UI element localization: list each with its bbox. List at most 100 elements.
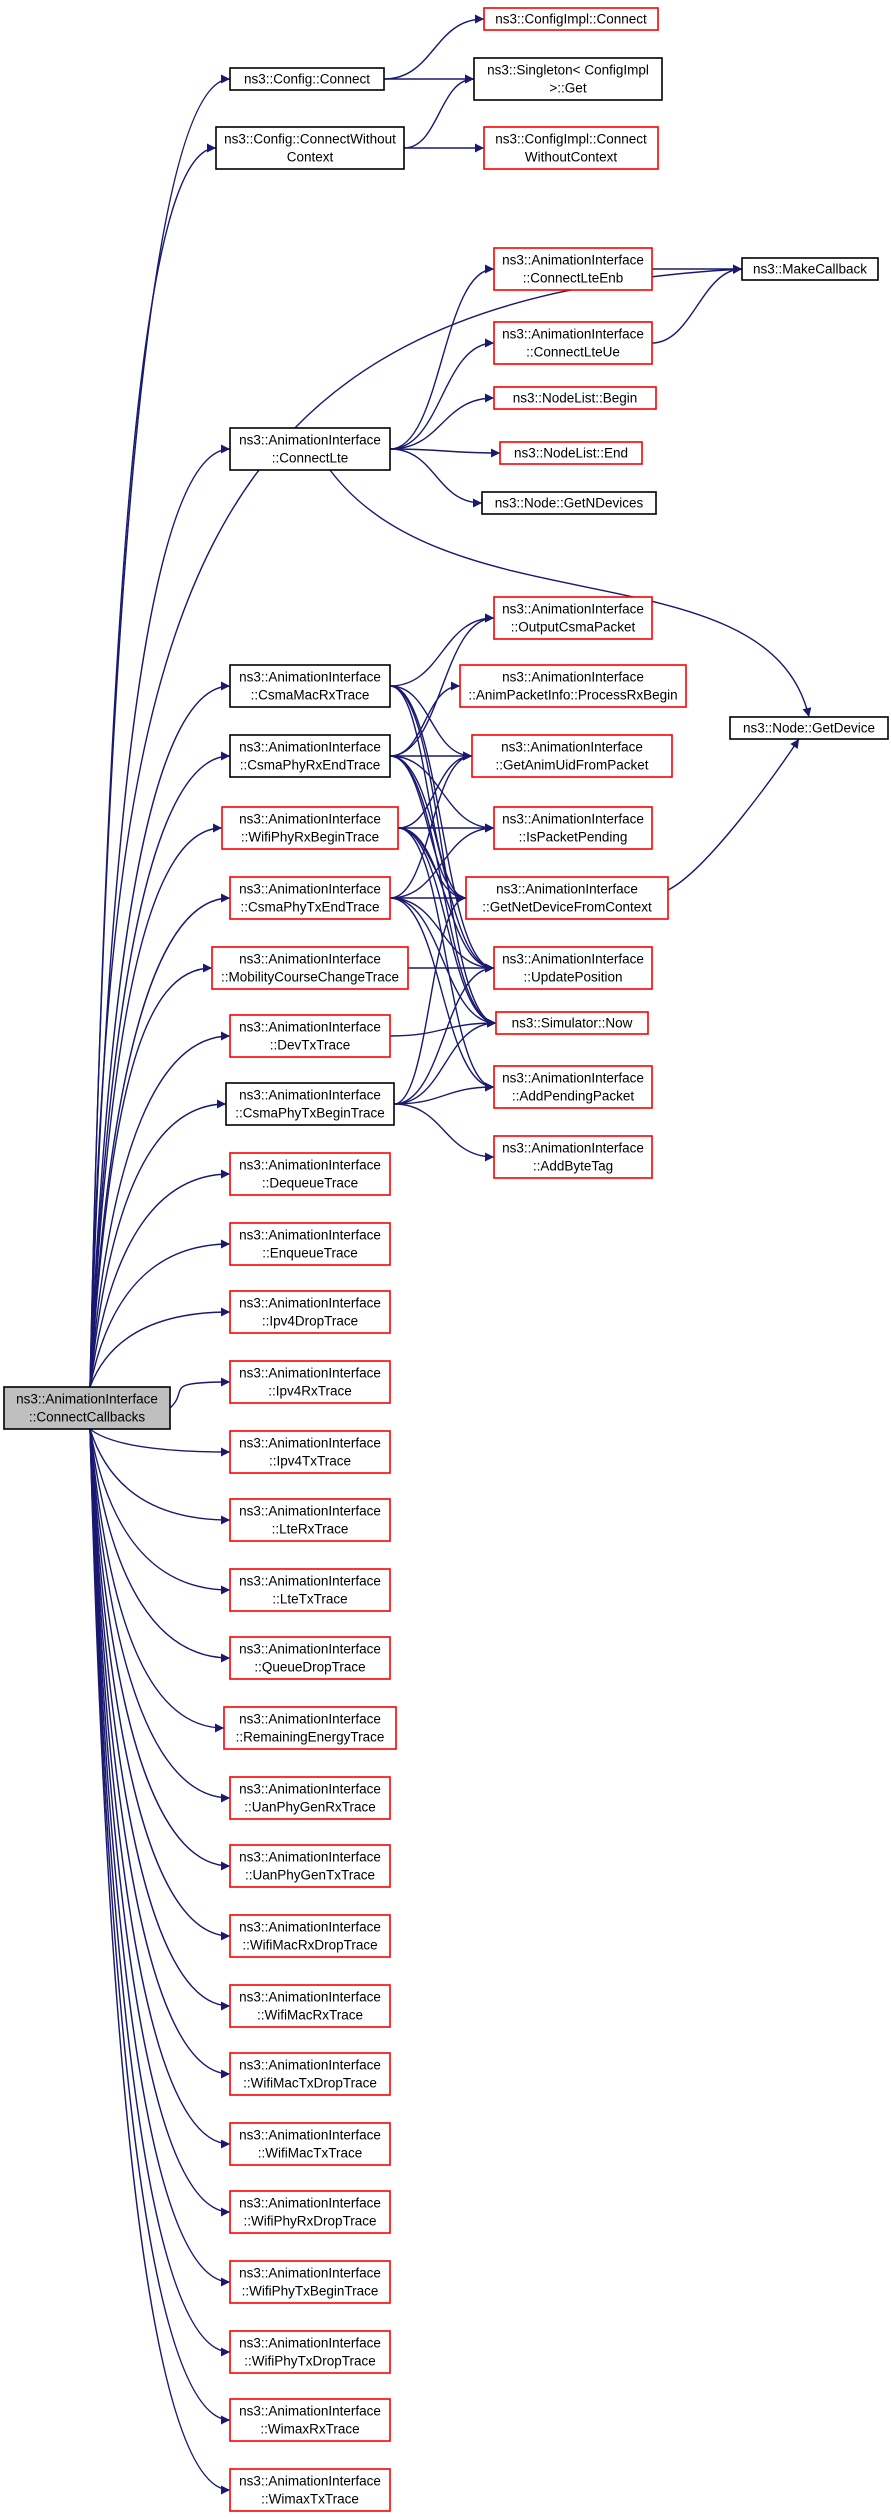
edge-csma-phy-tx-end-to-update-position <box>389 897 495 973</box>
node-add-pending-packet[interactable]: ns3::AnimationInterface::AddPendingPacke… <box>493 1065 653 1109</box>
node-label: ::MobilityCourseChangeTrace <box>221 970 399 985</box>
node-node-getndevices[interactable]: ns3::Node::GetNDevices <box>481 491 657 515</box>
node-queue-drop[interactable]: ns3::AnimationInterface::QueueDropTrace <box>229 1636 391 1680</box>
node-connect-lte[interactable]: ns3::AnimationInterface::ConnectLte <box>229 427 391 471</box>
edge-connect-lte-to-node-getdevice <box>329 469 812 718</box>
node-label: ns3::NodeList::End <box>514 446 628 461</box>
node-label: ns3::AnimationInterface <box>502 253 644 268</box>
node-csma-mac-rx[interactable]: ns3::AnimationInterface::CsmaMacRxTrace <box>229 664 391 708</box>
node-label: ::WifiMacRxDropTrace <box>242 1938 377 1953</box>
node-output-csma-packet[interactable]: ns3::AnimationInterface::OutputCsmaPacke… <box>493 596 653 640</box>
node-box <box>229 1844 391 1888</box>
node-csma-phy-tx-end[interactable]: ns3::AnimationInterface::CsmaPhyTxEndTra… <box>229 876 391 920</box>
node-label: ns3::Config::Connect <box>244 72 370 87</box>
node-is-packet-pending[interactable]: ns3::AnimationInterface::IsPacketPending <box>493 806 653 850</box>
node-wifi-phy-tx-drop[interactable]: ns3::AnimationInterface::WifiPhyTxDropTr… <box>229 2330 391 2374</box>
node-anim-packet-info[interactable]: ns3::AnimationInterface::AnimPacketInfo:… <box>459 664 687 708</box>
node-box <box>229 876 391 920</box>
node-uan-phy-gen-tx[interactable]: ns3::AnimationInterface::UanPhyGenTxTrac… <box>229 1844 391 1888</box>
node-label: ns3::Node::GetDevice <box>743 721 875 736</box>
edge-root-to-csma-phy-rx-end <box>89 751 231 1388</box>
node-label: ::QueueDropTrace <box>254 1660 365 1675</box>
node-box <box>229 734 391 778</box>
edge-connect-lte-to-nodelist-begin <box>389 393 495 450</box>
node-box <box>221 806 399 850</box>
node-lte-rx[interactable]: ns3::AnimationInterface::LteRxTrace <box>229 1498 391 1542</box>
node-label: ns3::AnimationInterface <box>239 812 381 827</box>
node-label: ns3::AnimationInterface <box>16 1392 158 1407</box>
node-ipv4-tx[interactable]: ns3::AnimationInterface::Ipv4TxTrace <box>229 1430 391 1474</box>
node-csma-phy-rx-end[interactable]: ns3::AnimationInterface::CsmaPhyRxEndTra… <box>229 734 391 778</box>
node-label: ns3::Singleton< ConfigImpl <box>487 63 649 78</box>
node-config-connect[interactable]: ns3::Config::Connect <box>229 67 385 91</box>
node-nodelist-begin[interactable]: ns3::NodeList::Begin <box>493 386 657 410</box>
edge-root-to-wimax-rx <box>89 1428 231 2425</box>
node-remaining-energy[interactable]: ns3::AnimationInterface::RemainingEnergy… <box>223 1706 397 1750</box>
node-simulator-now[interactable]: ns3::Simulator::Now <box>495 1011 649 1035</box>
node-label: ::CsmaPhyTxEndTrace <box>240 900 379 915</box>
edge-root-to-uan-phy-gen-tx <box>89 1428 231 1871</box>
node-wifi-mac-rx[interactable]: ns3::AnimationInterface::WifiMacRxTrace <box>229 1984 391 2028</box>
node-wifi-mac-tx-drop[interactable]: ns3::AnimationInterface::WifiMacTxDropTr… <box>229 2052 391 2096</box>
node-label: ns3::AnimationInterface <box>239 952 381 967</box>
edge-root-to-csma-phy-tx-begin <box>89 1099 227 1388</box>
node-uan-phy-gen-rx[interactable]: ns3::AnimationInterface::UanPhyGenRxTrac… <box>229 1776 391 1820</box>
edge-csma-phy-rx-end-to-anim-packet-info <box>389 681 461 757</box>
node-update-position[interactable]: ns3::AnimationInterface::UpdatePosition <box>493 946 653 990</box>
node-mobility-course[interactable]: ns3::AnimationInterface::MobilityCourseC… <box>211 946 409 990</box>
node-make-callback[interactable]: ns3::MakeCallback <box>741 257 879 281</box>
edge-root-to-wimax-tx <box>89 1428 231 2495</box>
node-box <box>499 441 643 465</box>
node-wifi-mac-rx-drop[interactable]: ns3::AnimationInterface::WifiMacRxDropTr… <box>229 1914 391 1958</box>
node-wimax-rx[interactable]: ns3::AnimationInterface::WimaxRxTrace <box>229 2398 391 2442</box>
node-label: ns3::AnimationInterface <box>239 1920 381 1935</box>
edge-root-to-csma-mac-rx <box>89 681 231 1388</box>
node-ipv4-rx[interactable]: ns3::AnimationInterface::Ipv4RxTrace <box>229 1360 391 1404</box>
node-singleton-get[interactable]: ns3::Singleton< ConfigImpl>::Get <box>473 57 663 101</box>
node-connect-lte-ue[interactable]: ns3::AnimationInterface::ConnectLteUe <box>493 321 653 365</box>
node-label: ns3::AnimationInterface <box>502 812 644 827</box>
node-wifi-phy-rx-begin[interactable]: ns3::AnimationInterface::WifiPhyRxBeginT… <box>221 806 399 850</box>
node-label: ns3::AnimationInterface <box>502 1141 644 1156</box>
node-label: ::DevTxTrace <box>270 1038 351 1053</box>
edge-dev-tx-to-simulator-now <box>389 1018 497 1037</box>
edge-csma-phy-tx-begin-to-add-pending-packet <box>393 1082 495 1105</box>
node-dev-tx[interactable]: ns3::AnimationInterface::DevTxTrace <box>229 1014 391 1058</box>
edge-root-to-wifi-mac-tx-drop <box>89 1428 231 2079</box>
node-configimpl-connect[interactable]: ns3::ConfigImpl::Connect <box>483 7 659 31</box>
node-enqueue[interactable]: ns3::AnimationInterface::EnqueueTrace <box>229 1222 391 1266</box>
node-box <box>495 1011 649 1035</box>
node-add-byte-tag[interactable]: ns3::AnimationInterface::AddByteTag <box>493 1135 653 1179</box>
node-get-net-device[interactable]: ns3::AnimationInterface::GetNetDeviceFro… <box>465 876 669 920</box>
node-node-getdevice[interactable]: ns3::Node::GetDevice <box>729 716 889 740</box>
node-wifi-phy-rx-drop[interactable]: ns3::AnimationInterface::WifiPhyRxDropTr… <box>229 2190 391 2234</box>
edge-root-to-dequeue <box>89 1169 231 1388</box>
node-box <box>229 1290 391 1334</box>
edge-config-connect-to-configimpl-connect <box>383 14 485 80</box>
node-lte-tx[interactable]: ns3::AnimationInterface::LteTxTrace <box>229 1568 391 1612</box>
node-nodelist-end[interactable]: ns3::NodeList::End <box>499 441 643 465</box>
node-box <box>729 716 889 740</box>
node-wifi-mac-tx[interactable]: ns3::AnimationInterface::WifiMacTxTrace <box>229 2122 391 2166</box>
node-connect-lte-enb[interactable]: ns3::AnimationInterface::ConnectLteEnb <box>493 247 653 291</box>
node-wifi-phy-tx-begin[interactable]: ns3::AnimationInterface::WifiPhyTxBeginT… <box>229 2260 391 2304</box>
edge-connect-lte-to-connect-lte-enb <box>389 264 495 450</box>
node-get-anim-uid[interactable]: ns3::AnimationInterface::GetAnimUidFromP… <box>471 734 673 778</box>
edge-root-to-dev-tx <box>89 1031 231 1388</box>
node-box <box>229 427 391 471</box>
node-box <box>493 386 657 410</box>
node-box <box>229 1776 391 1820</box>
node-label: ::AnimPacketInfo::ProcessRxBegin <box>468 688 677 703</box>
node-dequeue[interactable]: ns3::AnimationInterface::DequeueTrace <box>229 1152 391 1196</box>
node-box <box>493 1135 653 1179</box>
node-root[interactable]: ns3::AnimationInterface::ConnectCallback… <box>3 1386 171 1430</box>
node-box <box>483 7 659 31</box>
node-label: ::CsmaMacRxTrace <box>251 688 370 703</box>
node-csma-phy-tx-begin[interactable]: ns3::AnimationInterface::CsmaPhyTxBeginT… <box>225 1082 395 1126</box>
edge-config-connect-without-to-singleton-get <box>403 74 475 149</box>
node-ipv4-drop[interactable]: ns3::AnimationInterface::Ipv4DropTrace <box>229 1290 391 1334</box>
node-label: ns3::AnimationInterface <box>239 2266 381 2281</box>
node-wimax-tx[interactable]: ns3::AnimationInterface::WimaxTxTrace <box>229 2468 391 2512</box>
